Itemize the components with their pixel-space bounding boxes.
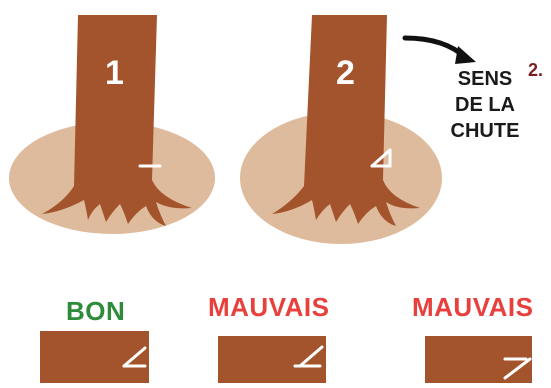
tree-1-number: 1	[105, 54, 124, 93]
fall-direction-line-3: CHUTE	[440, 118, 530, 144]
verdict-bad-label-1: MAUVAIS	[208, 292, 329, 323]
example-block-2	[218, 336, 326, 383]
tree-2	[240, 15, 442, 244]
verdict-bad-label-2: MAUVAIS	[412, 292, 533, 323]
fall-direction-line-1: SENS	[440, 66, 530, 92]
fall-direction-label: SENS DE LA CHUTE	[440, 66, 530, 144]
curved-arrow-right-icon	[405, 38, 476, 64]
tree-1	[9, 15, 215, 234]
fall-direction-line-2: DE LA	[440, 92, 530, 118]
example-block-3	[425, 336, 532, 383]
step-number: 2.	[528, 60, 543, 81]
tree-2-number: 2	[336, 54, 355, 93]
verdict-good-label: BON	[66, 296, 125, 327]
example-block-1	[40, 331, 149, 383]
